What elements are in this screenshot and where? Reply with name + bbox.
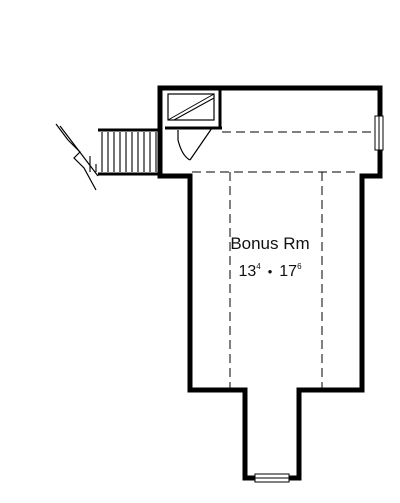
closet-door — [177, 127, 213, 161]
wall-outline — [157, 85, 383, 481]
closet-unit — [167, 93, 215, 121]
room-length-inches: 6 — [297, 262, 302, 271]
exterior-walls — [157, 85, 383, 481]
closet-walls — [165, 90, 222, 130]
stair-treads — [89, 132, 157, 172]
window-east — [374, 115, 384, 151]
dimension-separator: • — [267, 264, 273, 279]
room-dimensions: 134 • 176 — [200, 262, 340, 282]
room-length-feet: 17 — [279, 263, 298, 280]
window-south — [254, 473, 290, 483]
door-leaf — [189, 127, 213, 161]
stair-break-mark — [67, 139, 97, 191]
dashed-ceiling-lines — [192, 131, 376, 388]
staircase — [55, 123, 162, 191]
room-name-label: Bonus Rm — [230, 234, 310, 253]
door-swing-arc — [177, 139, 191, 161]
room-width-feet: 13 — [238, 263, 257, 280]
room-width-inches: 4 — [256, 262, 261, 271]
